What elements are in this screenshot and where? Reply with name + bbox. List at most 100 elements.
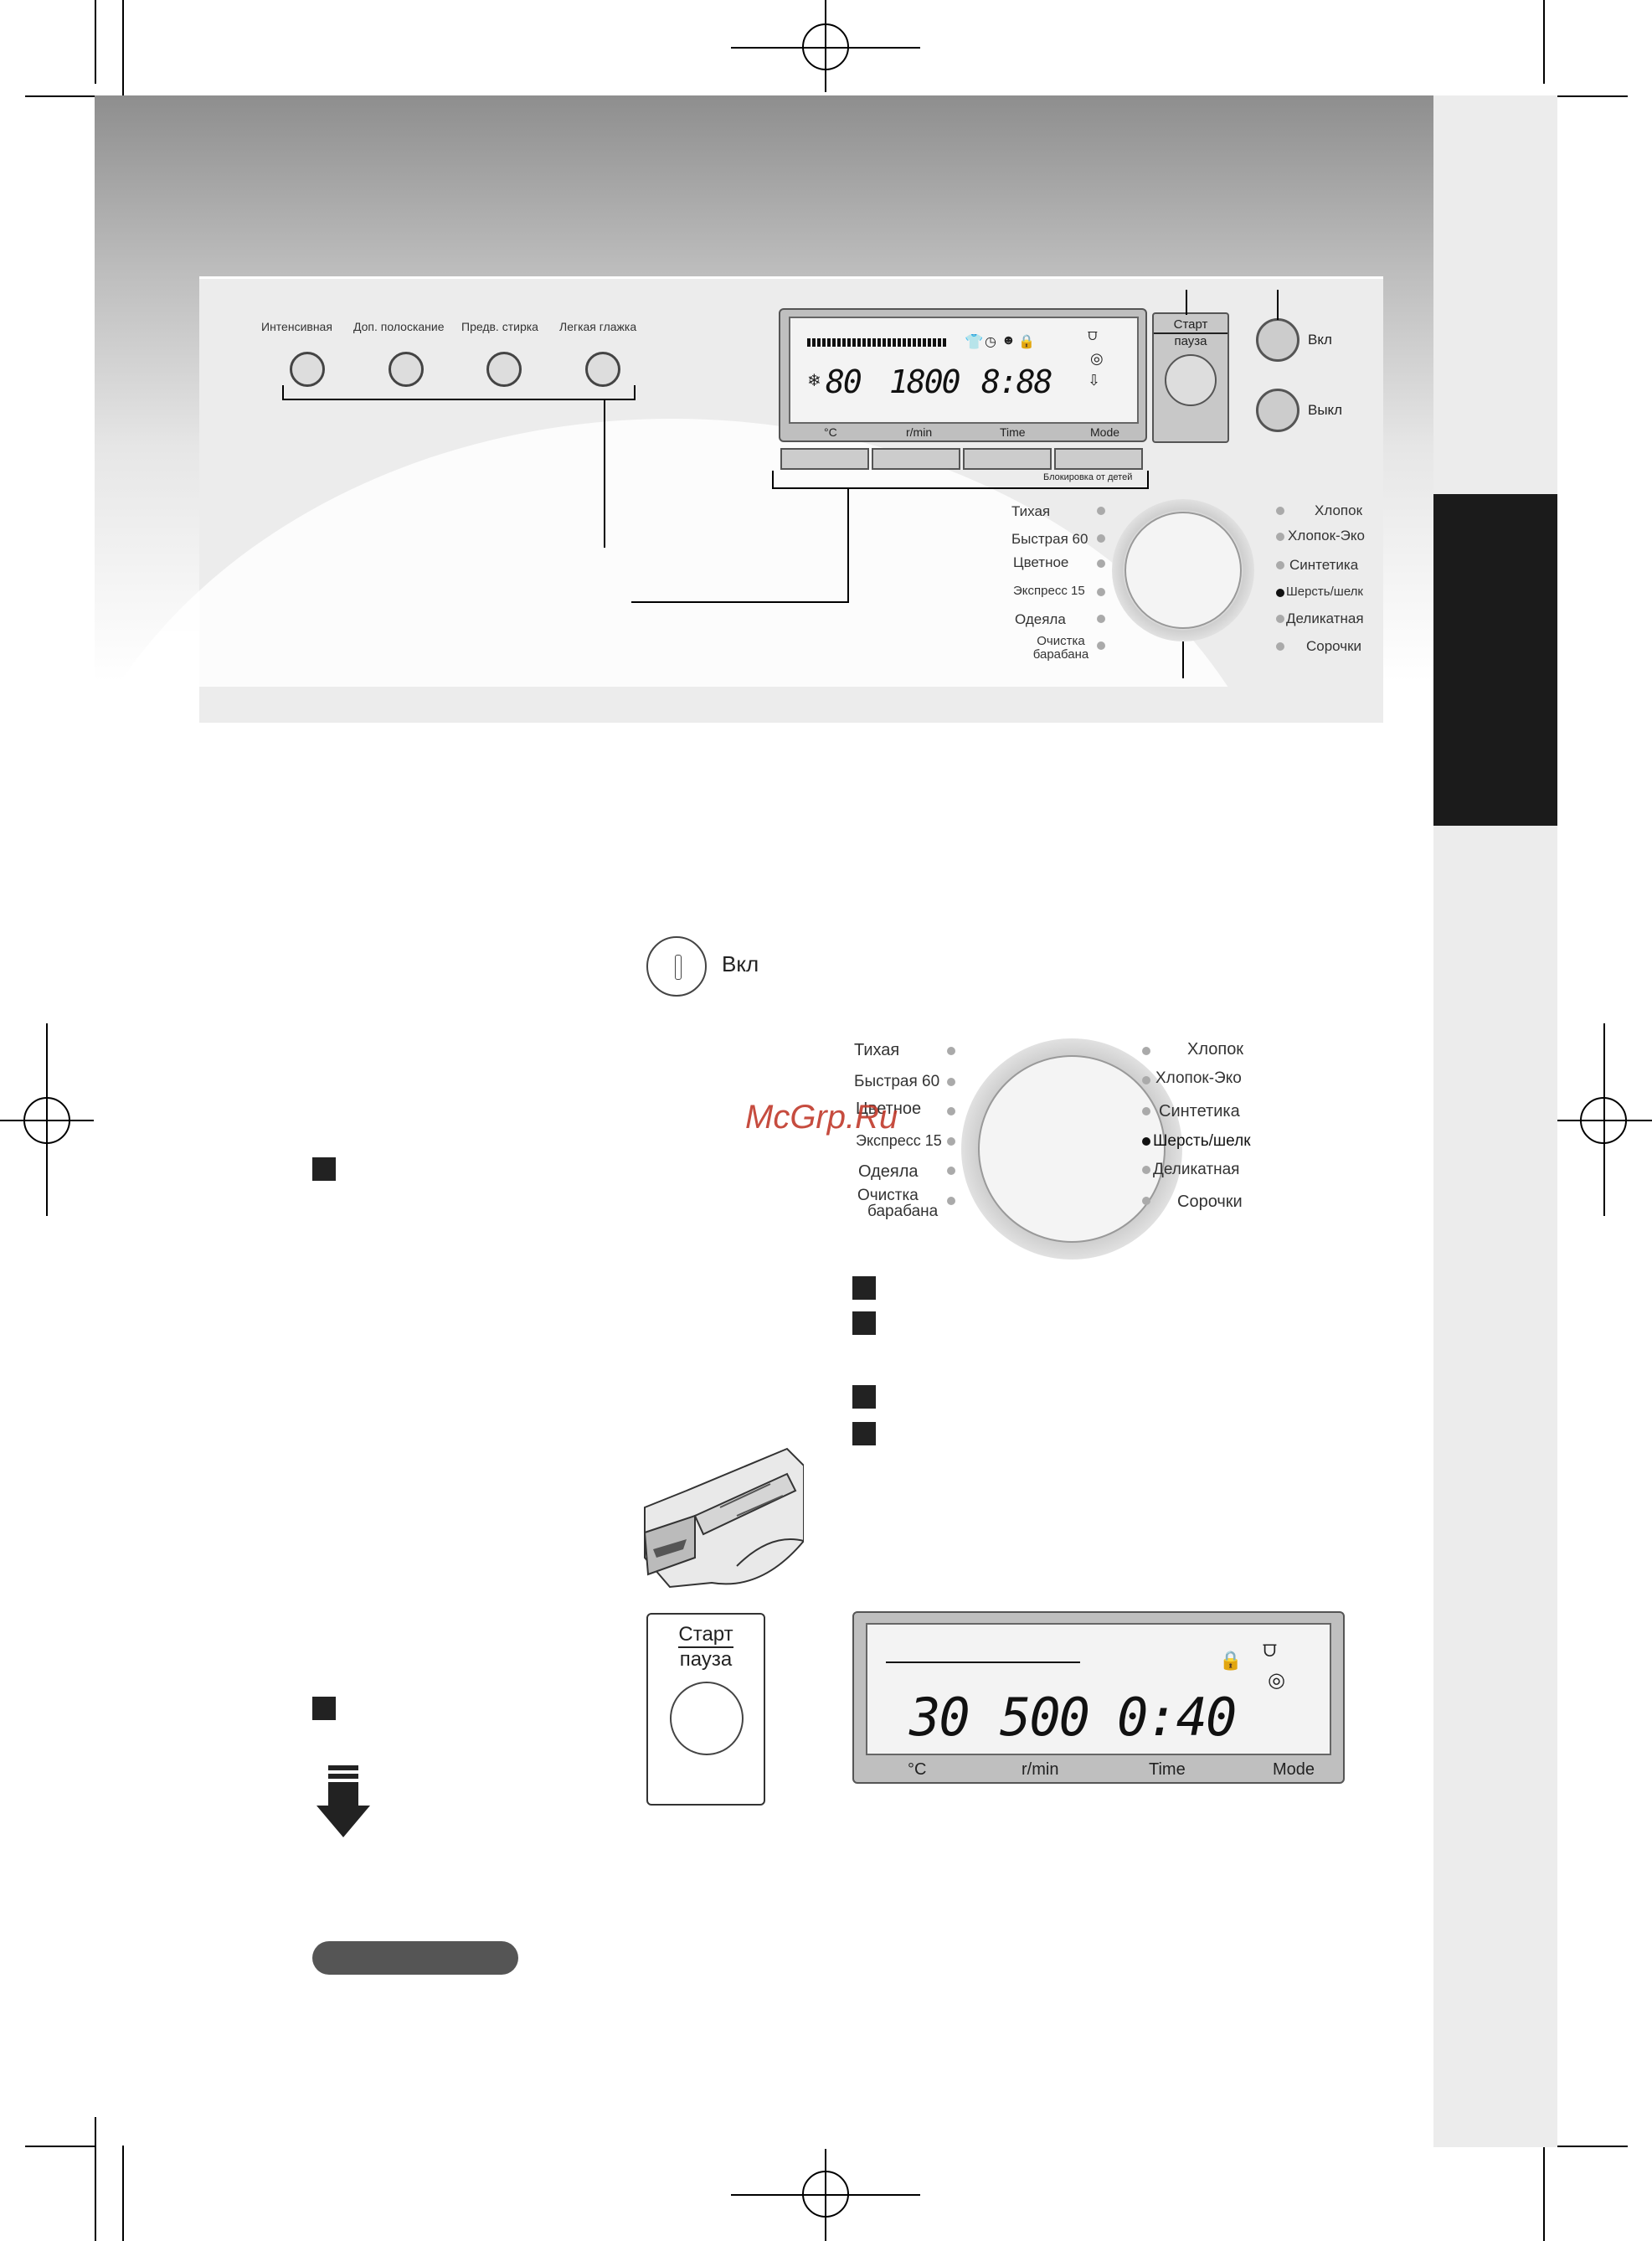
- crop-mark: [95, 2117, 96, 2241]
- panel-dot: [1097, 507, 1105, 515]
- power-on-button[interactable]: [1256, 318, 1299, 362]
- power-off-button[interactable]: [1256, 389, 1299, 432]
- panel-program-right-4: Шерсть/шелк: [1286, 585, 1363, 599]
- detergent-drawer-illustration: [643, 1447, 804, 1589]
- progress-bar: [807, 338, 948, 347]
- panel-dot: [1097, 615, 1105, 623]
- panel-dot-selected: [1276, 589, 1284, 597]
- dial-dot: [947, 1107, 955, 1115]
- dial-dot-selected: [1142, 1137, 1150, 1146]
- option-label-prewash: Предв. стирка: [461, 320, 538, 333]
- lcd-display: 👕 ◷ ☻ 🔒 ⩌ ◎ ⇩ ❄ 80 1800 8:88 °C r/min Ti…: [779, 308, 1147, 442]
- result-unit-time: Time: [1149, 1760, 1186, 1779]
- step-marker: [852, 1311, 876, 1335]
- wash-icon: ⩌: [1088, 327, 1098, 343]
- dial-dot: [1142, 1047, 1150, 1055]
- crop-mark: [122, 0, 124, 95]
- crop-mark: [1543, 2117, 1545, 2241]
- result-lcd-display: 🔒 ⩌ ◎ 30 500 0:40 °C r/min Time Mode: [852, 1611, 1345, 1784]
- result-time: 0:40: [1117, 1687, 1237, 1748]
- panel-program-right-2: Хлопок-Эко: [1288, 528, 1365, 544]
- panel-program-left-2: Быстрая 60: [1011, 531, 1088, 547]
- easy-iron-button[interactable]: [585, 352, 620, 387]
- pause-label: пауза: [1154, 332, 1227, 348]
- panel-dot: [1097, 534, 1105, 543]
- temp-button[interactable]: [780, 448, 869, 470]
- panel-dot: [1276, 615, 1284, 623]
- dial-program-left-1: Тихая: [854, 1041, 900, 1059]
- extra-rinse-button[interactable]: [389, 352, 424, 387]
- start-card-button[interactable]: [670, 1682, 744, 1755]
- section-tab: [1433, 494, 1557, 826]
- dial-program-right-3: Синтетика: [1159, 1102, 1240, 1120]
- panel-dot: [1276, 533, 1284, 541]
- start-pause-button[interactable]: [1165, 354, 1217, 406]
- dial-program-right-6: Сорочки: [1177, 1193, 1243, 1211]
- clock-icon: ◷: [985, 335, 996, 349]
- dial-dot: [1142, 1076, 1150, 1084]
- display-unit-temp: °C: [824, 425, 837, 439]
- intensive-button[interactable]: [290, 352, 325, 387]
- face-icon: ☻: [1001, 333, 1016, 348]
- dial-program-left-6b: барабана: [867, 1203, 939, 1220]
- result-spin: 500: [1000, 1687, 1090, 1748]
- callout-line: [847, 487, 849, 603]
- option-label-easy-iron: Легкая глажка: [559, 320, 637, 333]
- result-lock-icon: 🔒: [1219, 1650, 1243, 1671]
- result-temp: 30: [909, 1687, 970, 1748]
- side-strip: [1433, 95, 1557, 2147]
- result-spin-icon: ◎: [1268, 1669, 1285, 1692]
- snowflake-icon: ❄: [807, 372, 821, 390]
- shirt-icon: 👕: [965, 333, 984, 350]
- drain-icon: ⇩: [1088, 372, 1101, 389]
- child-lock-label: Блокировка от детей: [1043, 472, 1133, 482]
- registration-mark: [802, 23, 849, 70]
- lock-icon: 🔒: [1018, 335, 1035, 349]
- pause-card-label: пауза: [678, 1646, 733, 1671]
- panel-program-left-4: Экспресс 15: [1013, 584, 1085, 598]
- callout-line: [1277, 290, 1279, 320]
- dial-program-left-4: Экспресс 15: [856, 1132, 942, 1149]
- option-bracket: [282, 385, 636, 400]
- registration-mark: [1580, 1097, 1627, 1144]
- display-time: 8:88: [981, 363, 1053, 400]
- step-marker: [312, 1697, 336, 1720]
- dial-program-left-5: Одеяла: [858, 1162, 919, 1181]
- display-unit-mode: Mode: [1090, 425, 1120, 439]
- start-pause-housing: Старт пауза: [1152, 312, 1229, 443]
- dial-dot: [947, 1137, 955, 1146]
- result-unit-spin: r/min: [1022, 1760, 1059, 1779]
- start-button-card: Старт пауза: [646, 1613, 765, 1806]
- option-label-extra-rinse: Доп. полоскание: [353, 320, 445, 333]
- step-marker: [852, 1276, 876, 1300]
- spin-button[interactable]: [872, 448, 960, 470]
- arrow-down-icon: [317, 1765, 370, 1837]
- dial-program-left-6a: Очистка: [857, 1187, 919, 1204]
- panel-dot: [1276, 561, 1284, 569]
- mode-button[interactable]: [1054, 448, 1143, 470]
- panel-dot: [1097, 641, 1105, 650]
- power-on-step-button[interactable]: [646, 936, 707, 997]
- result-unit-temp: °C: [908, 1760, 927, 1779]
- time-button[interactable]: [963, 448, 1052, 470]
- step-marker: [312, 1157, 336, 1181]
- display-spin: 1800: [889, 363, 961, 400]
- dial-dot: [947, 1047, 955, 1055]
- dial-dot: [1142, 1107, 1150, 1115]
- crop-mark: [1557, 95, 1628, 97]
- panel-dot: [1097, 588, 1105, 596]
- dial-dot: [1142, 1197, 1150, 1205]
- step-marker: [852, 1422, 876, 1445]
- option-label-intensive: Интенсивная: [261, 320, 332, 333]
- callout-line: [1186, 290, 1187, 315]
- panel-dot: [1097, 559, 1105, 568]
- callout-line: [631, 601, 849, 603]
- prewash-button[interactable]: [486, 352, 522, 387]
- dial-dot: [947, 1197, 955, 1205]
- registration-mark: [802, 2171, 849, 2218]
- crop-mark: [25, 2146, 95, 2147]
- dial-program-left-2: Быстрая 60: [854, 1073, 940, 1090]
- crop-mark: [95, 0, 96, 84]
- display-temp: 80: [826, 363, 862, 400]
- dial-dot: [1142, 1166, 1150, 1174]
